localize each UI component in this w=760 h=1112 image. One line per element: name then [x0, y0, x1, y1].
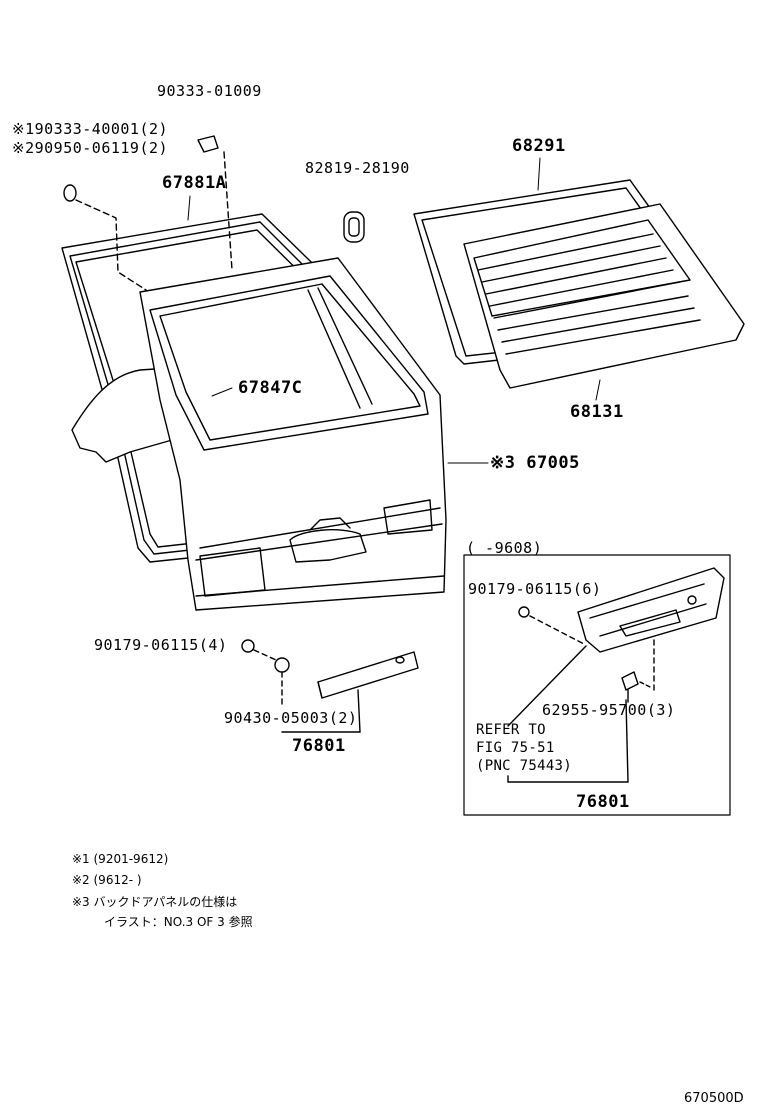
garnish-76801-main — [282, 652, 418, 732]
label-refer-fig: FIG 75-51 — [476, 740, 555, 756]
label-67005: ※3 67005 — [490, 453, 580, 473]
label-90950-06119: ※290950-06119(2) — [12, 139, 169, 157]
label-76801-inset: 76801 — [576, 792, 630, 812]
inset-box — [464, 555, 730, 815]
clip-90430-05003 — [275, 658, 289, 706]
figure-code: 670500D — [684, 1091, 744, 1106]
plug-90333-40001 — [64, 185, 146, 290]
label-inset-range: ( -9608) — [466, 539, 543, 557]
footnote-3-line1: ※3 バックドアパネルの仕様は — [72, 895, 238, 909]
label-90333-40001: ※190333-40001(2) — [12, 120, 169, 138]
label-67881a: 67881A — [162, 173, 227, 193]
footnote-3-line2: イラスト：NO.3 OF 3 参照 — [104, 915, 253, 929]
label-68131: 68131 — [570, 402, 624, 422]
leader-lines — [188, 158, 600, 463]
label-76801-main: 76801 — [292, 736, 346, 756]
garnish-76801-inset — [508, 568, 724, 782]
label-90430-05003: 90430-05003(2) — [224, 709, 358, 727]
label-90179-06115-6: 90179-06115(6) — [468, 580, 602, 598]
label-refer-to: REFER TO — [476, 722, 546, 738]
back-door-panel-67005 — [140, 258, 446, 610]
label-90179-06115-4: 90179-06115(4) — [94, 636, 228, 654]
nut-90179-06115-4 — [242, 640, 276, 660]
grommet-82819-28190 — [344, 212, 364, 242]
footnote-2: ※2 (9612- ) — [72, 873, 142, 887]
label-refer-pnc: (PNC 75443) — [476, 758, 573, 774]
label-62955-95700: 62955-95700(3) — [542, 701, 676, 719]
label-90333-01009: 90333-01009 — [157, 82, 262, 100]
label-67847c: 67847C — [238, 378, 303, 398]
label-68291: 68291 — [512, 136, 566, 156]
label-82819-28190: 82819-28190 — [305, 159, 410, 177]
clip-90333-01009 — [198, 136, 232, 270]
back-door-glass-68131 — [464, 204, 744, 388]
footnote-1: ※1 (9201-9612) — [72, 852, 169, 866]
